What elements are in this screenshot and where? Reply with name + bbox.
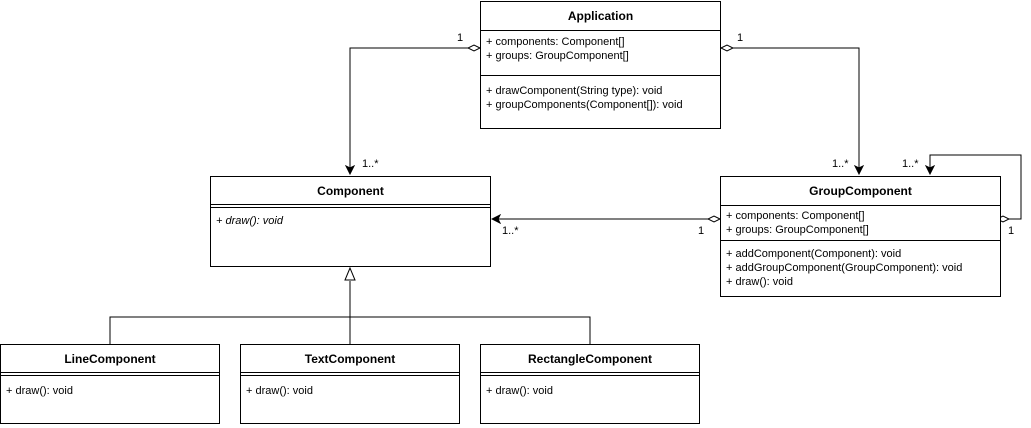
linecomponent-class: LineComponent + draw(): void bbox=[0, 344, 220, 424]
multiplicity-label: 1..* bbox=[362, 158, 379, 170]
operations-section: + draw(): void bbox=[1, 376, 219, 401]
operation: + addGroupComponent(GroupComponent): voi… bbox=[726, 262, 963, 274]
operation: + drawComponent(String type): void bbox=[486, 85, 663, 97]
operation: + draw(): void bbox=[216, 215, 283, 227]
application-class: Application + components: Component[] + … bbox=[480, 1, 721, 129]
component-class: Component + draw(): void bbox=[210, 176, 491, 267]
operations-section: + addComponent(Component): void + addGro… bbox=[721, 241, 1000, 292]
divider bbox=[1, 372, 219, 376]
operation: + addComponent(Component): void bbox=[726, 248, 902, 260]
groupcomponent-class: GroupComponent + components: Component[]… bbox=[720, 176, 1001, 297]
rectanglecomponent-class: RectangleComponent + draw(): void bbox=[480, 344, 700, 424]
edge-groupcomponent-component bbox=[492, 215, 722, 223]
attributes-section: + components: Component[] + groups: Grou… bbox=[721, 206, 1000, 240]
operation: + draw(): void bbox=[6, 385, 73, 397]
edge-inheritance bbox=[109, 266, 591, 344]
aggregation-diamond bbox=[466, 44, 482, 52]
textcomponent-class: TextComponent + draw(): void bbox=[240, 344, 460, 424]
attribute: + components: Component[] bbox=[486, 36, 625, 48]
multiplicity-label: 1 bbox=[1008, 225, 1015, 237]
multiplicity-label: 1 bbox=[457, 32, 464, 44]
operations-section: + draw(): void bbox=[481, 376, 699, 401]
inheritance-triangle bbox=[344, 266, 356, 281]
divider bbox=[721, 205, 1000, 206]
edge-application-component bbox=[350, 44, 482, 174]
operation: + draw(): void bbox=[246, 385, 313, 397]
class-name: GroupComponent bbox=[809, 184, 912, 198]
multiplicity-label: 1..* bbox=[502, 225, 519, 237]
divider bbox=[211, 204, 490, 208]
class-name: Component bbox=[317, 183, 384, 198]
class-name: RectangleComponent bbox=[527, 351, 652, 366]
edge-application-groupcomponent bbox=[719, 44, 859, 174]
divider bbox=[481, 30, 720, 31]
operation: + draw(): void bbox=[726, 276, 793, 288]
divider bbox=[481, 372, 699, 376]
operation: + draw(): void bbox=[486, 385, 553, 397]
class-name: LineComponent bbox=[64, 351, 156, 366]
operations-section: + draw(): void bbox=[211, 208, 490, 231]
multiplicity-label: 1..* bbox=[832, 158, 849, 170]
attribute: + groups: GroupComponent[] bbox=[486, 50, 629, 62]
multiplicity-label: 1..* bbox=[902, 158, 919, 170]
class-name: TextComponent bbox=[304, 351, 396, 366]
aggregation-diamond bbox=[719, 44, 735, 52]
aggregation-diamond bbox=[706, 215, 722, 223]
attribute: + components: Component[] bbox=[726, 210, 865, 222]
divider bbox=[241, 372, 459, 376]
attribute: + groups: GroupComponent[] bbox=[726, 224, 869, 236]
class-name: Application bbox=[567, 9, 634, 23]
operation: + groupComponents(Component[]): void bbox=[486, 99, 683, 111]
attributes-section: + components: Component[] + groups: Grou… bbox=[481, 31, 720, 75]
operations-section: + draw(): void bbox=[241, 376, 459, 401]
operations-section: + drawComponent(String type): void + gro… bbox=[481, 76, 720, 115]
divider bbox=[481, 75, 720, 76]
divider bbox=[721, 240, 1000, 241]
multiplicity-label: 1 bbox=[737, 32, 744, 44]
multiplicity-label: 1 bbox=[698, 225, 705, 237]
